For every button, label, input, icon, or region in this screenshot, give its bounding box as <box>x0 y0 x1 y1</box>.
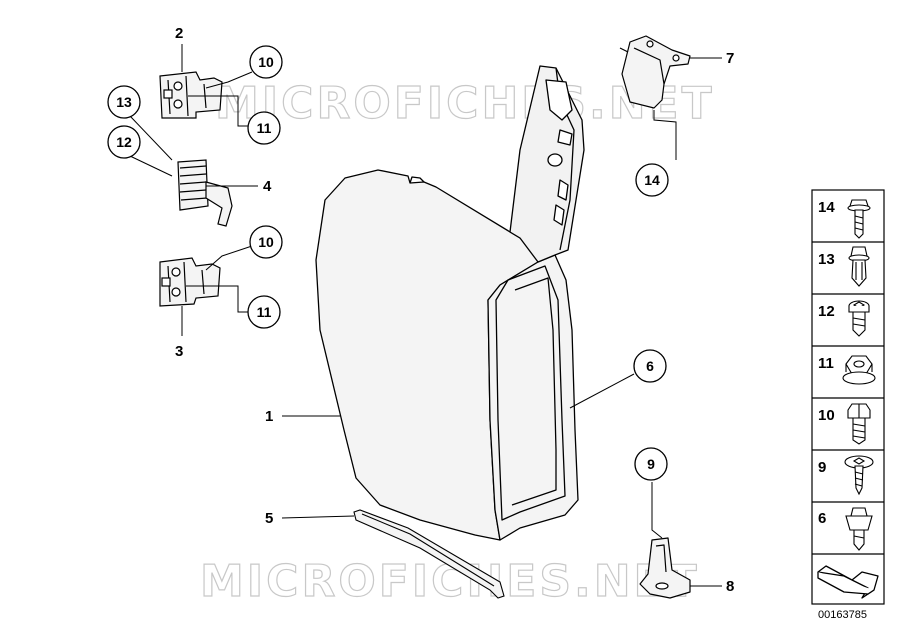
circle-label-11b: 11 <box>247 295 281 329</box>
label-8: 8 <box>726 578 734 595</box>
circle-label-14: 14 <box>635 163 669 197</box>
label-3: 3 <box>175 343 183 360</box>
circle-label-10a: 10 <box>249 45 283 79</box>
circle-label-12: 12 <box>107 125 141 159</box>
svg-text:14: 14 <box>644 172 660 188</box>
svg-text:9: 9 <box>647 456 655 472</box>
legend-number-11: 11 <box>818 355 834 372</box>
svg-text:13: 13 <box>116 94 132 110</box>
svg-text:10: 10 <box>258 54 274 70</box>
svg-text:11: 11 <box>257 304 272 320</box>
hex-bolt-icon <box>847 403 871 445</box>
lower-hinge <box>159 257 221 307</box>
torx-bolt-icon <box>848 300 870 337</box>
circle-label-10b: 10 <box>249 225 283 259</box>
fastener-legend: 14 13 12 11 <box>811 189 885 605</box>
circle-label-6: 6 <box>633 349 667 383</box>
label-2: 2 <box>175 25 183 42</box>
svg-text:10: 10 <box>258 234 274 250</box>
flange-bolt-icon <box>847 199 871 239</box>
diagram-code: 00163785 <box>818 609 867 621</box>
hex-nut-icon <box>842 355 876 385</box>
legend-number-12: 12 <box>818 303 835 320</box>
legend-number-13: 13 <box>818 251 835 268</box>
circle-label-13: 13 <box>107 85 141 119</box>
svg-text:11: 11 <box>257 120 272 136</box>
oval-head-screw-icon <box>844 455 874 496</box>
window-frame <box>509 65 585 263</box>
door-stop <box>639 537 691 599</box>
label-1: 1 <box>265 408 273 425</box>
direction-arrow-icon <box>817 565 879 599</box>
svg-text:6: 6 <box>646 358 654 374</box>
bracket <box>619 35 691 109</box>
label-4: 4 <box>263 178 272 195</box>
circle-label-9: 9 <box>634 447 668 481</box>
door-seal <box>487 254 579 541</box>
circle-label-11a: 11 <box>247 111 281 145</box>
label-7: 7 <box>726 50 734 67</box>
legend-number-14: 14 <box>818 199 835 216</box>
legend-number-6: 6 <box>818 510 826 527</box>
svg-text:12: 12 <box>116 134 132 150</box>
legend-number-9: 9 <box>818 459 826 476</box>
legend-number-10: 10 <box>818 407 835 424</box>
body-bolt-icon <box>845 507 873 551</box>
upper-hinge <box>159 71 223 119</box>
door-check <box>177 159 233 227</box>
sill-seal-strip <box>353 509 505 599</box>
leader-lines <box>129 44 722 587</box>
expanding-nut-icon <box>848 246 870 287</box>
label-5: 5 <box>265 510 273 527</box>
